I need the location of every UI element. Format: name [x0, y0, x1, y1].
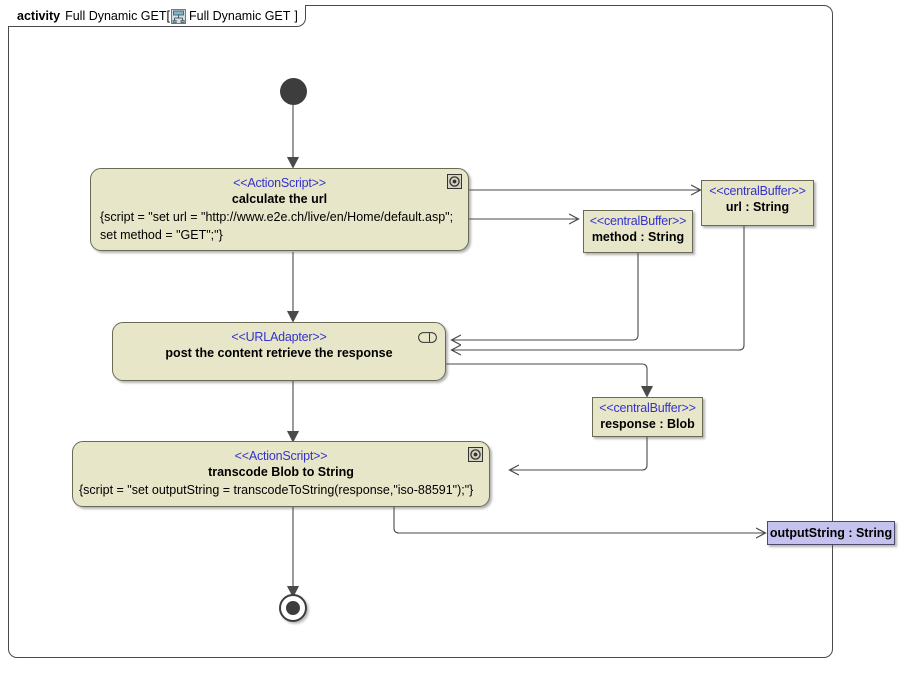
action-body-line-2: set method = "GET";"} [100, 228, 223, 242]
buffer-name-label: method : String [591, 230, 685, 244]
buffer-name-label: response : Blob [600, 417, 695, 431]
buffer-name-label: url : String [725, 200, 790, 214]
action-script-icon [447, 174, 462, 189]
object-node-output-string[interactable]: outputString : String [767, 521, 895, 545]
central-buffer-method[interactable]: <<centralBuffer>> method : String [583, 210, 693, 253]
action-calculate-the-url[interactable]: <<ActionScript>> calculate the url {scri… [90, 168, 469, 251]
action-body-line-1: {script = "set outputString = transcodeT… [79, 483, 474, 497]
stereotype-label: <<centralBuffer>> [599, 401, 696, 415]
action-body-line-1: {script = "set url = "http://www.e2e.ch/… [100, 210, 454, 224]
diagram-frame-header[interactable]: activity Full Dynamic GET[ Full Dynamic … [8, 5, 306, 27]
action-transcode-blob-to-string[interactable]: <<ActionScript>> transcode Blob to Strin… [72, 441, 490, 507]
frame-close-bracket: ] [294, 8, 298, 23]
stereotype-label: <<ActionScript>> [234, 449, 328, 463]
object-name-label: outputString : String [769, 526, 893, 540]
action-name-label: transcode Blob to String [208, 465, 354, 479]
action-url-adapter[interactable]: <<URLAdapter>> post the content retrieve… [112, 322, 446, 381]
action-name-label: calculate the url [231, 192, 328, 206]
activity-diagram-frame [8, 5, 833, 658]
activity-final-node[interactable] [279, 594, 307, 622]
central-buffer-response[interactable]: <<centralBuffer>> response : Blob [592, 397, 703, 437]
stereotype-label: <<URLAdapter>> [231, 330, 327, 344]
stereotype-label: <<centralBuffer>> [589, 214, 687, 228]
activity-diagram-icon [170, 9, 186, 24]
url-adapter-pill-icon [418, 330, 437, 343]
central-buffer-url[interactable]: <<centralBuffer>> url : String [701, 180, 814, 226]
frame-tab-label: Full Dynamic GET [188, 8, 291, 23]
action-script-icon [468, 447, 483, 462]
frame-title: Full Dynamic GET[ [65, 8, 170, 23]
initial-node[interactable] [280, 78, 307, 105]
stereotype-label: <<centralBuffer>> [709, 184, 806, 198]
action-name-label: post the content retrieve the response [165, 346, 393, 360]
frame-keyword: activity [17, 8, 61, 23]
stereotype-label: <<ActionScript>> [233, 176, 326, 190]
